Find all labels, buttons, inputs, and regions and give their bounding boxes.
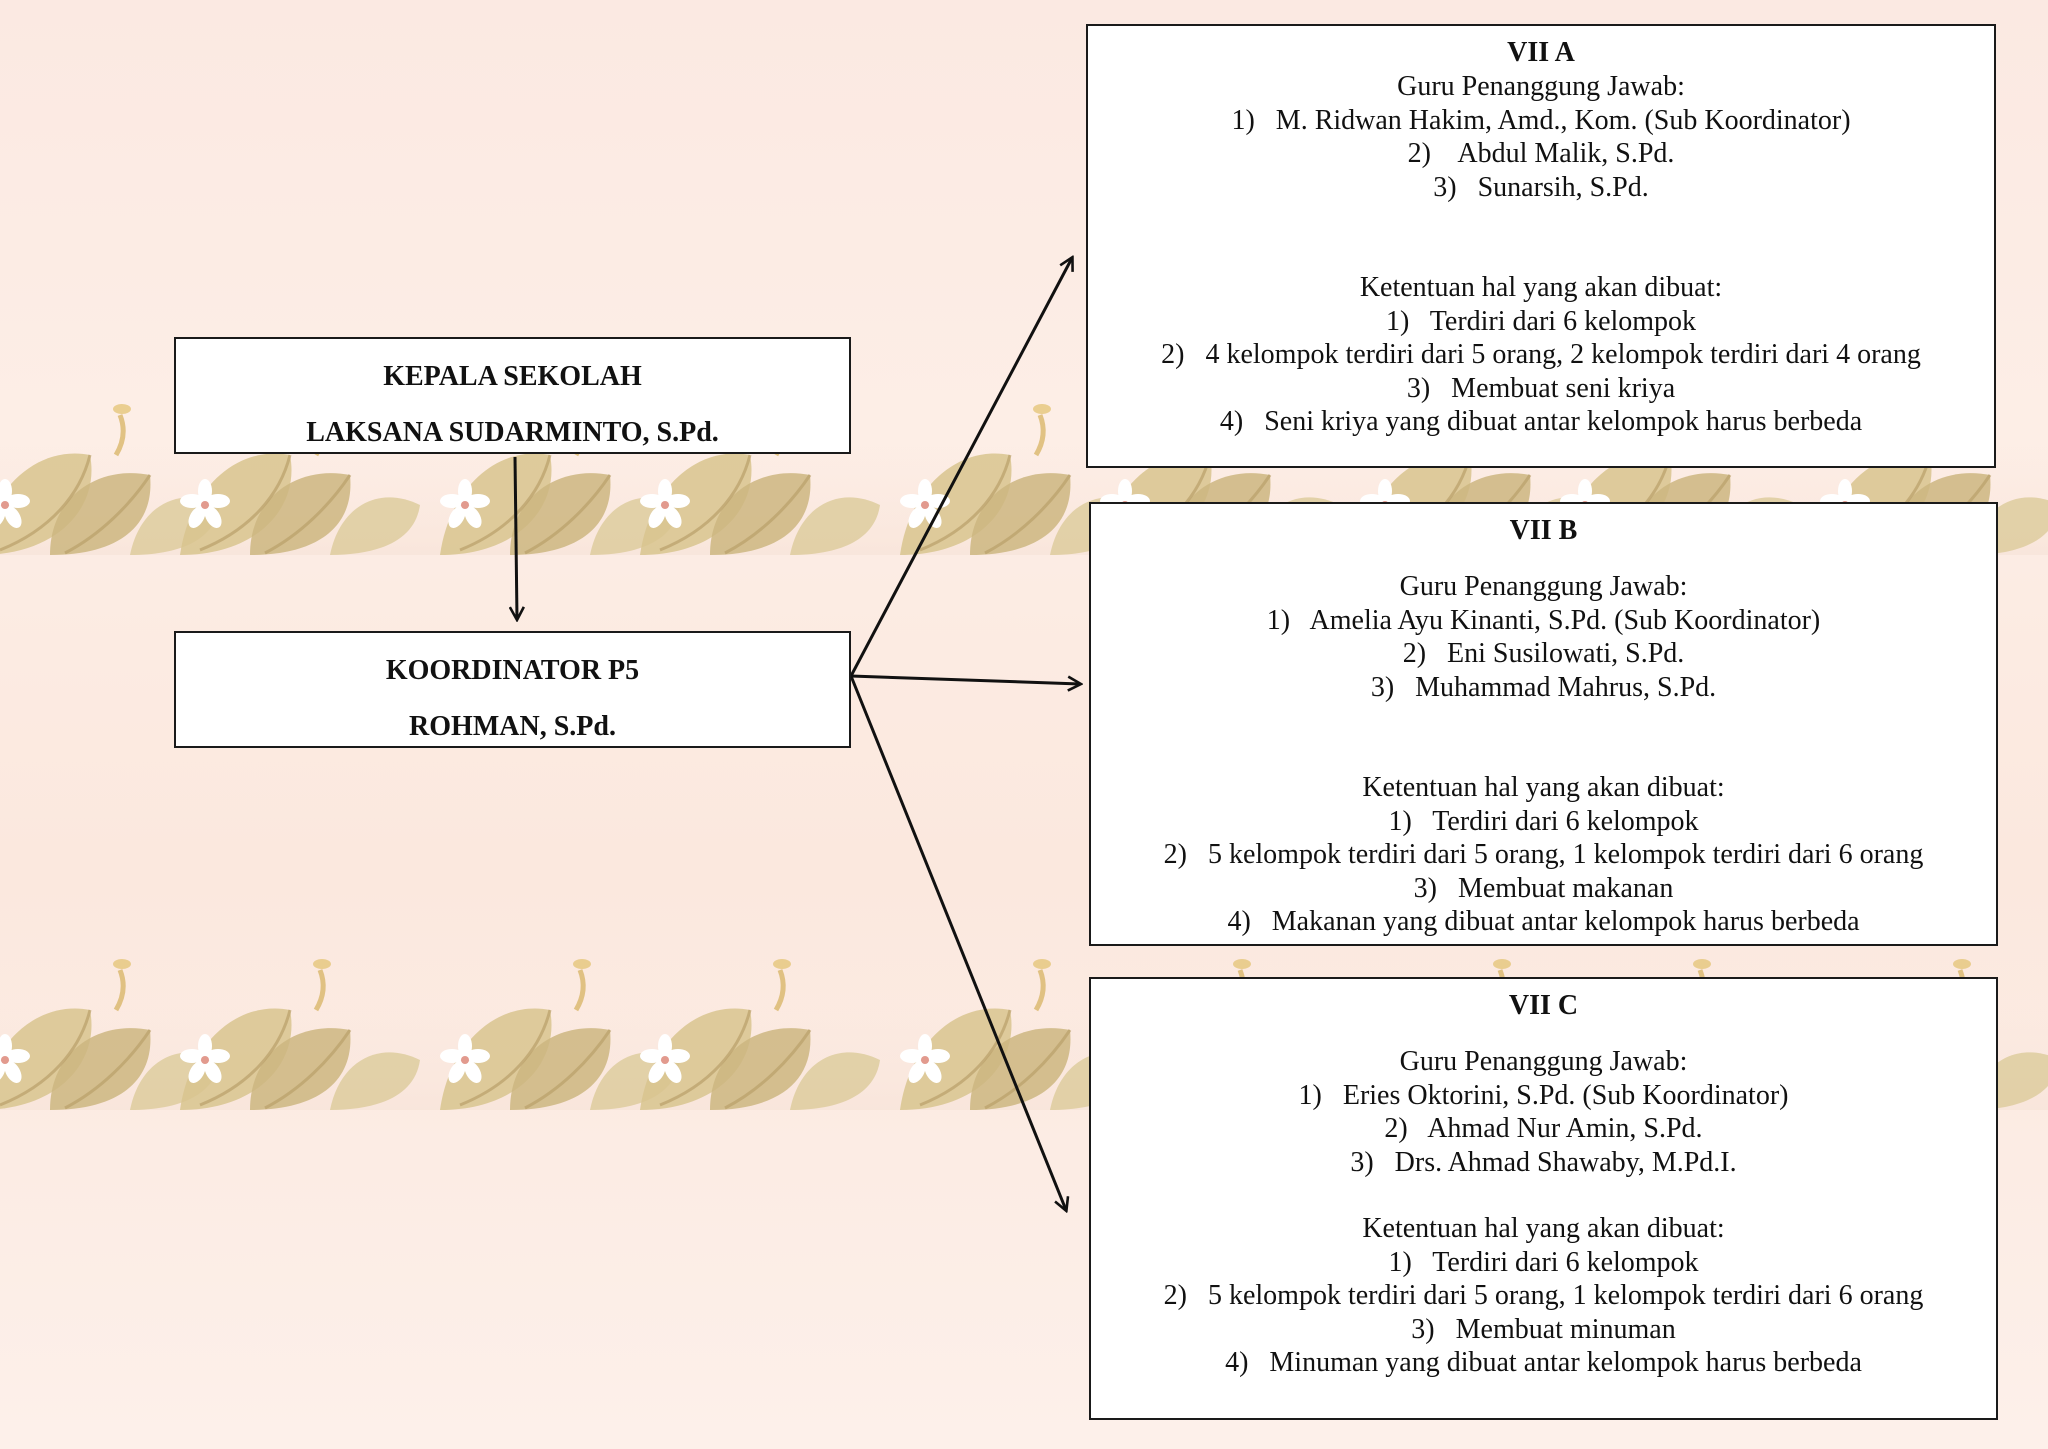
head-role: KEPALA SEKOLAH bbox=[383, 361, 642, 392]
rule-item: 3) Membuat seni kriya bbox=[1406, 372, 1676, 404]
arrow-to-vii-b bbox=[850, 674, 1080, 684]
teacher-item: 3) Sunarsih, S.Pd. bbox=[1433, 171, 1649, 203]
rule-item: 1) Terdiri dari 6 kelompok bbox=[1388, 1246, 1699, 1278]
teachers-heading: Guru Penanggung Jawab: bbox=[1399, 571, 1688, 602]
head-of-school-box: KEPALA SEKOLAH LAKSANA SUDARMINTO, S.Pd. bbox=[174, 337, 851, 454]
rule-item: 3) Membuat makanan bbox=[1413, 872, 1674, 904]
class-title: VII A bbox=[1507, 37, 1575, 68]
rule-item: 4) Seni kriya yang dibuat antar kelompok… bbox=[1219, 406, 1863, 437]
coordinator-box: KOORDINATOR P5 ROHMAN, S.Pd. bbox=[174, 631, 851, 748]
head-name: LAKSANA SUDARMINTO, S.Pd. bbox=[306, 417, 719, 448]
teacher-item: 2) Eni Susilowati, S.Pd. bbox=[1402, 638, 1685, 669]
teachers-heading: Guru Penanggung Jawab: bbox=[1399, 1046, 1688, 1077]
rule-item: 1) Terdiri dari 6 kelompok bbox=[1385, 305, 1697, 337]
teacher-item: 3) Drs. Ahmad Shawaby, M.Pd.I. bbox=[1350, 1146, 1737, 1178]
class-box-vii-a: VII A Guru Penanggung Jawab: 1) M. Ridwa… bbox=[1086, 24, 1996, 468]
rules-heading: Ketentuan hal yang akan dibuat: bbox=[1362, 1213, 1725, 1244]
class-title: VII C bbox=[1508, 990, 1579, 1021]
rule-item: 4) Minuman yang dibuat antar kelompok ha… bbox=[1225, 1347, 1862, 1378]
rules-heading: Ketentuan hal yang akan dibuat: bbox=[1359, 272, 1723, 303]
teacher-item: 1) Eries Oktorini, S.Pd. (Sub Koordinato… bbox=[1298, 1079, 1789, 1111]
coordinator-name: ROHMAN, S.Pd. bbox=[409, 711, 616, 742]
rule-item: 1) Terdiri dari 6 kelompok bbox=[1388, 805, 1699, 837]
class-box-vii-c: VII C Guru Penanggung Jawab: 1) Eries Ok… bbox=[1089, 977, 1998, 1420]
teacher-item: 1) Amelia Ayu Kinanti, S.Pd. (Sub Koordi… bbox=[1266, 604, 1821, 636]
rules-heading: Ketentuan hal yang akan dibuat: bbox=[1362, 772, 1725, 803]
class-title: VII B bbox=[1509, 515, 1578, 546]
coordinator-role: KOORDINATOR P5 bbox=[385, 655, 640, 686]
teacher-item: 3) Muhammad Mahrus, S.Pd. bbox=[1370, 671, 1717, 703]
class-box-vii-b: VII B Guru Penanggung Jawab: 1) Amelia A… bbox=[1089, 502, 1998, 946]
teacher-item: 2) Abdul Malik, S.Pd. bbox=[1407, 138, 1675, 169]
arrow-to-vii-c bbox=[849, 675, 1066, 1210]
teachers-heading: Guru Penanggung Jawab: bbox=[1397, 71, 1685, 102]
arrow-to-vii-a bbox=[849, 258, 1072, 677]
rule-item: 2) 4 kelompok terdiri dari 5 orang, 2 ke… bbox=[1161, 339, 1921, 370]
rule-item: 2) 5 kelompok terdiri dari 5 orang, 1 ke… bbox=[1163, 1280, 1924, 1311]
rule-item: 2) 5 kelompok terdiri dari 5 orang, 1 ke… bbox=[1163, 839, 1924, 870]
rule-item: 3) Membuat minuman bbox=[1411, 1313, 1676, 1345]
rule-item: 4) Makanan yang dibuat antar kelompok ha… bbox=[1227, 906, 1860, 937]
arrow-head-to-coordinator bbox=[515, 456, 517, 619]
teacher-item: 1) M. Ridwan Hakim, Amd., Kom. (Sub Koor… bbox=[1231, 104, 1851, 136]
teacher-item: 2) Ahmad Nur Amin, S.Pd. bbox=[1384, 1113, 1703, 1144]
